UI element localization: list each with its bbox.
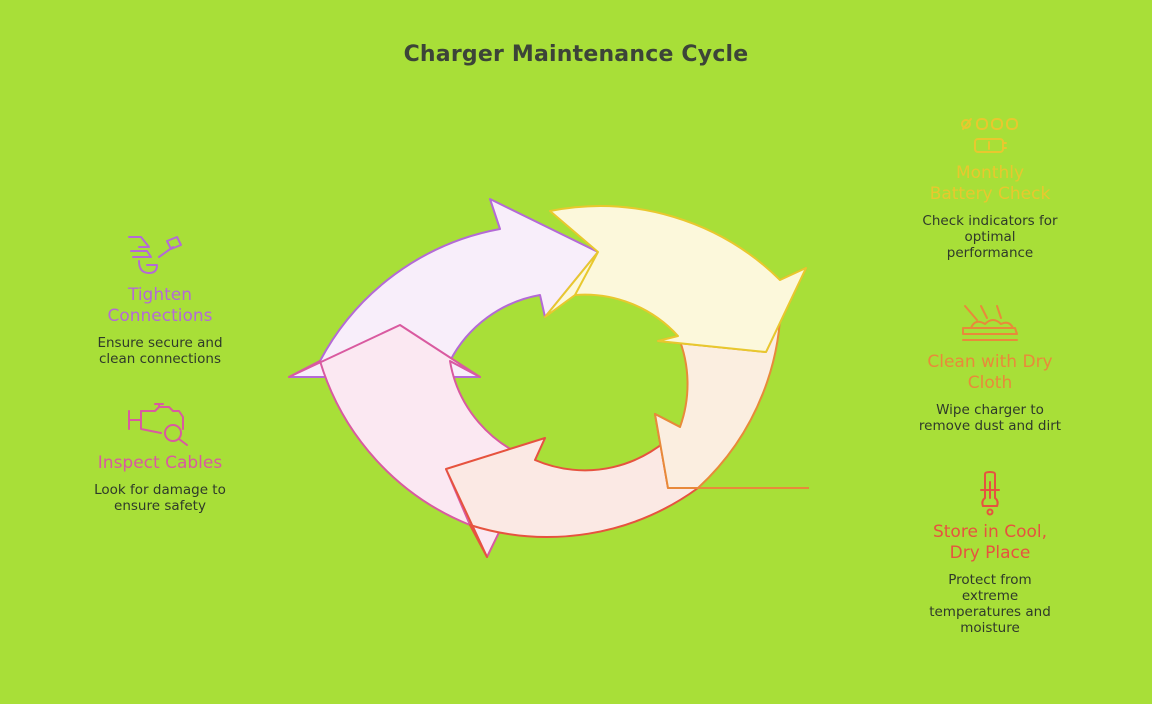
- step-battery-title: Monthly Battery Check: [929, 163, 1051, 204]
- segment-battery: [544, 205, 807, 353]
- step-store-title: Store in Cool, Dry Place: [932, 522, 1048, 563]
- step-inspect: Inspect Cables Look for damage to ensure…: [60, 403, 260, 514]
- step-clean: Clean with Dry Cloth Wipe charger to rem…: [890, 302, 1090, 434]
- step-clean-title: Clean with Dry Cloth: [927, 352, 1053, 393]
- step-store: Store in Cool, Dry Place Protect from ex…: [890, 470, 1090, 636]
- segment-store: [445, 413, 809, 558]
- step-inspect-title: Inspect Cables: [97, 453, 223, 473]
- tighten-screw-icon: [128, 236, 182, 274]
- step-inspect-description: Look for damage to ensure safety: [94, 482, 226, 514]
- cleaning-cloth-icon: [962, 305, 1018, 341]
- step-battery: Monthly Battery Check Check indicators f…: [890, 115, 1090, 261]
- thermometer-icon: [980, 470, 1000, 516]
- step-tighten-description: Ensure secure and clean connections: [97, 335, 223, 367]
- diagram-title: Charger Maintenance Cycle: [403, 42, 749, 67]
- step-tighten-title: Tighten Connections: [107, 285, 213, 326]
- step-tighten: Tighten Connections Ensure secure and cl…: [60, 235, 260, 367]
- step-battery-description: Check indicators for optimal performance: [922, 213, 1058, 261]
- battery-percent-icon: [961, 118, 1018, 153]
- step-clean-description: Wipe charger to remove dust and dirt: [918, 402, 1062, 434]
- step-store-description: Protect from extreme temperatures and mo…: [929, 572, 1051, 636]
- segment-tighten: [288, 198, 599, 378]
- cable-inspect-icon: [128, 403, 188, 446]
